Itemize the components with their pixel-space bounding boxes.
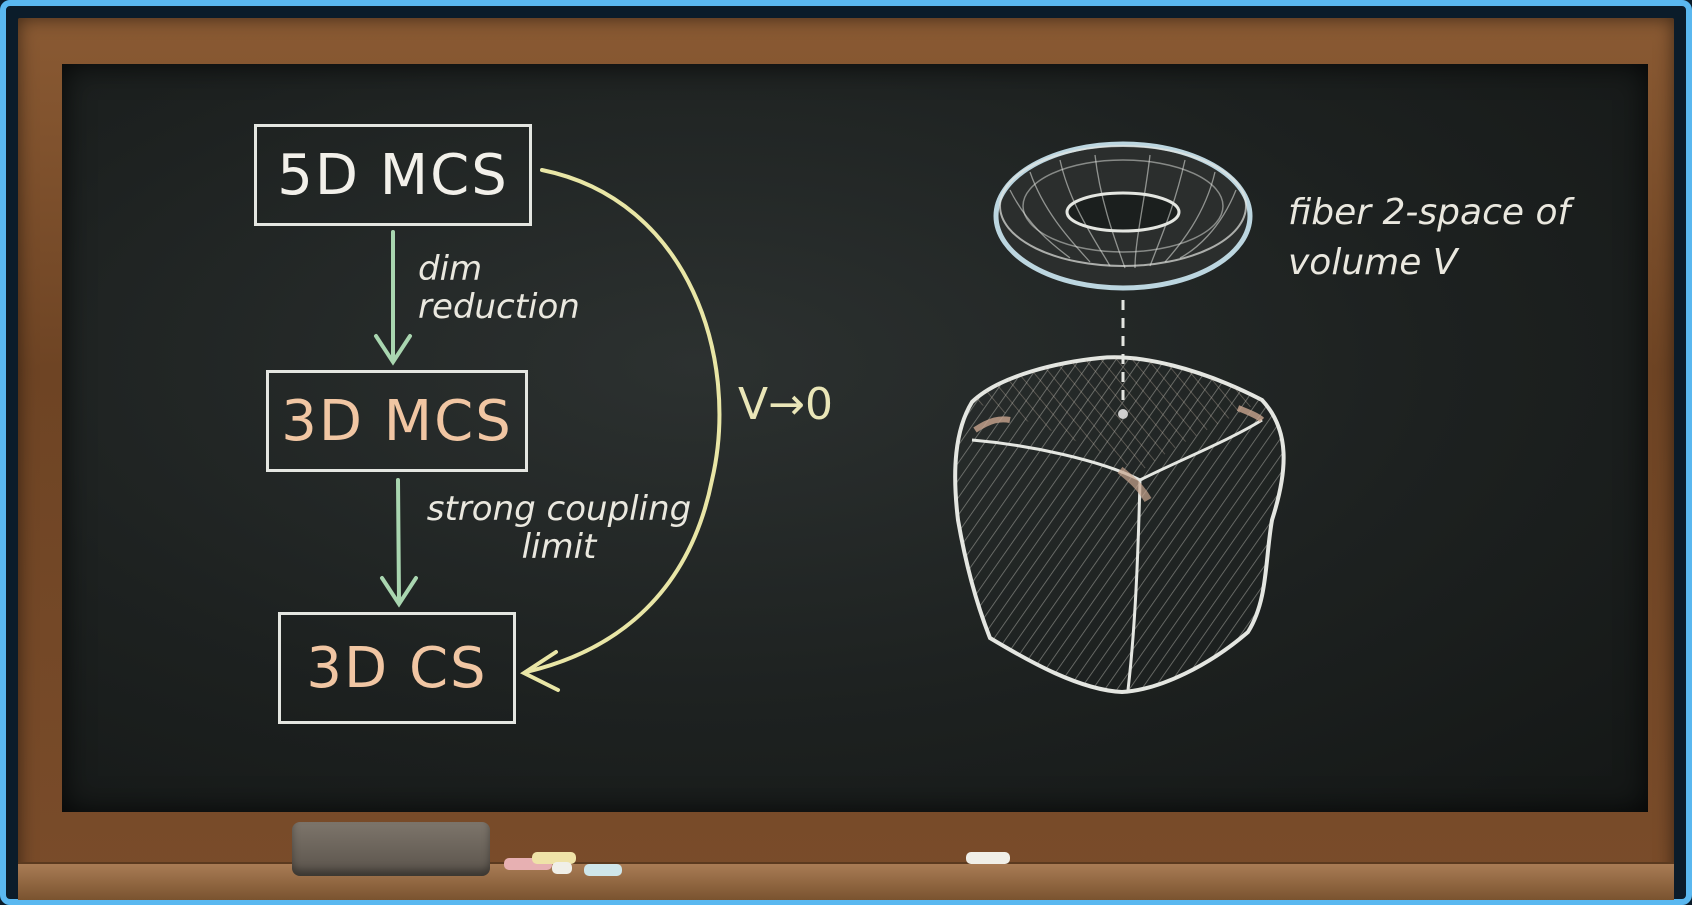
arrow-strong-coupling [382, 480, 416, 604]
chalk-stick-white-2 [966, 852, 1010, 864]
arrow-dim-reduction [376, 232, 410, 362]
chalk-stick-white [552, 862, 572, 874]
chalk-eraser [292, 822, 490, 876]
curved-arrow-v-to-zero [524, 170, 719, 690]
chalk-stick-blue [584, 864, 622, 876]
torus-drawing [996, 144, 1250, 288]
base-space-drawing [955, 357, 1283, 692]
